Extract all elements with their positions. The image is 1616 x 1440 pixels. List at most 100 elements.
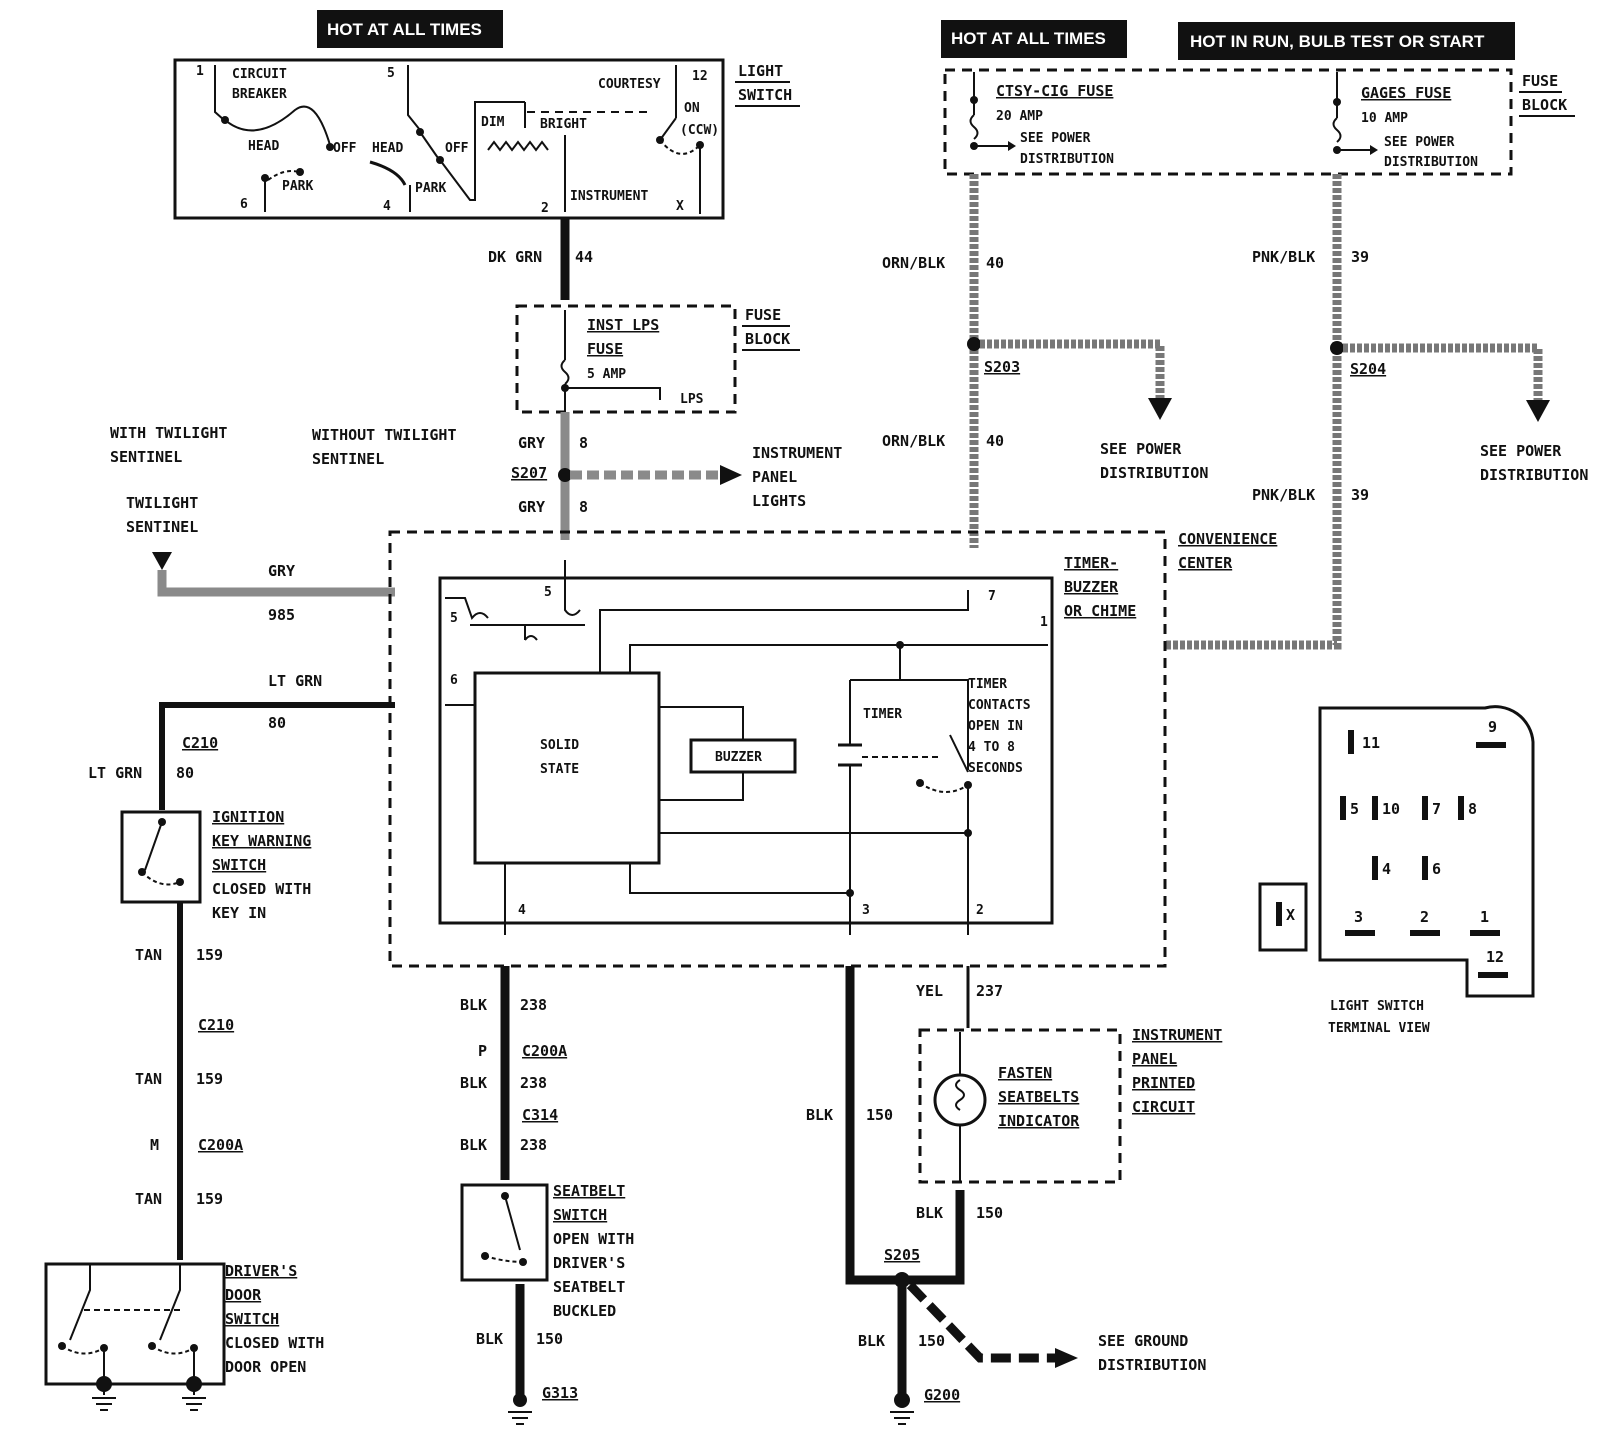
ignition-key-warning-switch: IGNITION KEY WARNING SWITCH CLOSED WITH …	[120, 808, 311, 922]
convenience-center-contacts4-label: 4 TO 8	[968, 740, 1015, 755]
convenience-center-contacts2-label: CONTACTS	[968, 698, 1031, 713]
connectors-c314-label: C314	[522, 1106, 558, 1124]
wire-s203-to-power	[980, 339, 1165, 398]
seatbelt-switch-l3-label: OPEN WITH	[553, 1230, 634, 1248]
wires-n159-label: 159	[196, 1190, 223, 1208]
convenience-center-buzzer-label: BUZZER	[715, 750, 762, 765]
wires-blk-label: BLK	[460, 996, 487, 1014]
convenience-center-p5a-label: 5	[450, 611, 458, 626]
door-switch-l5-label: DOOR OPEN	[225, 1358, 306, 1376]
light-switch-t12-label: 12	[692, 69, 708, 84]
wire-gry-985	[157, 570, 395, 597]
wires-n150-label: 150	[918, 1332, 945, 1350]
terminal-view-n12-label: 12	[1486, 948, 1504, 966]
wires-orn-blk-label: ORN/BLK	[882, 254, 945, 272]
labels-ground-distribution-label: DISTRIBUTION	[1098, 1356, 1206, 1374]
wires-blk-label: BLK	[460, 1074, 487, 1092]
headers-hot-all-times-left-label: HOT AT ALL TIMES	[327, 20, 482, 39]
headers-hot-in-run-label: HOT IN RUN, BULB TEST OR START	[1190, 32, 1485, 51]
convenience-center-state-label: STATE	[540, 762, 579, 777]
terminal-view-n3-label: 3	[1354, 908, 1363, 926]
wires-n80-label: 80	[176, 764, 194, 782]
ignition-switch-l4-label: CLOSED WITH	[212, 880, 311, 898]
convenience-center-solid-label: SOLID	[540, 738, 579, 753]
wires-orn-blk-label: ORN/BLK	[882, 432, 945, 450]
ignition-switch-l5-label: KEY IN	[212, 904, 266, 922]
convenience-center-timer-buzzer1-label: TIMER-	[1064, 554, 1118, 572]
light-switch-park-label: PARK	[282, 179, 313, 194]
light-switch-circuit-label: CIRCUIT	[232, 67, 287, 82]
wires-tan-label: TAN	[135, 946, 162, 964]
fuse-block-mid-title2-label: BLOCK	[745, 330, 790, 348]
inst-lps-fuse-block: INST LPS FUSE 5 AMP LPS FUSE BLOCK	[515, 304, 800, 414]
indicator-l2-label: SEATBELTS	[998, 1088, 1079, 1106]
light-switch-t6-label: 6	[240, 197, 248, 212]
seatbelt-switch-l5-label: SEATBELT	[553, 1278, 625, 1296]
header-hot-at-all-times-left: HOT AT ALL TIMES	[317, 10, 503, 48]
headers-hot-all-times-right-label: HOT AT ALL TIMES	[951, 29, 1106, 48]
wires-dk-grn-label: DK GRN	[488, 248, 542, 266]
labels-without-twilight2-label: SENTINEL	[312, 450, 384, 468]
fuse-block-mid-amp-label: 5 AMP	[587, 367, 626, 382]
grounds-g200-label: G200	[924, 1386, 960, 1404]
splice-s207	[558, 468, 572, 482]
wire-pnk-blk-39	[1165, 174, 1342, 650]
twilight-sentinel-arrow	[152, 552, 172, 570]
wires-blk-label: BLK	[460, 1136, 487, 1154]
terminal-view-n7-label: 7	[1432, 800, 1441, 818]
wires-blk-label: BLK	[916, 1204, 943, 1222]
light-switch: LIGHT SWITCH 1 CIRCUIT BREAKER HEAD OFF …	[173, 58, 800, 220]
wires-n238-label: 238	[520, 996, 547, 1014]
light-switch-off-label: OFF	[333, 141, 357, 156]
terminal-view-n1-label: 1	[1480, 908, 1489, 926]
splices-s207-label: S207	[511, 464, 547, 482]
convenience-center-p2-label: 2	[976, 903, 984, 918]
fuse-block-mid-title1-label: FUSE	[745, 306, 781, 324]
indicator-ip4-label: CIRCUIT	[1132, 1098, 1195, 1116]
fuse-block-top-distribution-label: DISTRIBUTION	[1020, 152, 1114, 167]
connectors-c210-label: C210	[182, 734, 218, 752]
convenience-center-timer-label: TIMER	[863, 707, 902, 722]
indicator-l3-label: INDICATOR	[998, 1112, 1080, 1130]
terminal-view-n11-label: 11	[1362, 734, 1380, 752]
fuse-block-top-gages-fuse-label: GAGES FUSE	[1361, 84, 1451, 102]
light-switch-ccw-label: (CCW)	[680, 123, 719, 138]
wires-pnk-blk-label: PNK/BLK	[1252, 248, 1315, 266]
wires-n80-label: 80	[268, 714, 286, 732]
splice-s204	[1330, 341, 1344, 355]
indicator-ip2-label: PANEL	[1132, 1050, 1177, 1068]
wires-lt-grn-label: LT GRN	[268, 672, 322, 690]
connectors-c210-label: C210	[198, 1016, 234, 1034]
fuse-block-top-distribution-label: DISTRIBUTION	[1384, 155, 1478, 170]
labels-see-ground-label: SEE GROUND	[1098, 1332, 1188, 1350]
light-switch-on-label: ON	[684, 101, 700, 116]
wires-gry-label: GRY	[518, 434, 545, 452]
header-hot-in-run: HOT IN RUN, BULB TEST OR START	[1178, 22, 1515, 60]
convenience-center-title1-label: CONVENIENCE	[1178, 530, 1277, 548]
connectors-c200a-label: C200A	[198, 1136, 243, 1154]
light-switch-off-label: OFF	[445, 141, 469, 156]
terminal-view-n8-label: 8	[1468, 800, 1477, 818]
indicator-l1-label: FASTEN	[998, 1064, 1052, 1082]
light-switch-t5-label: 5	[387, 66, 395, 81]
drivers-door-switch: DRIVER'S DOOR SWITCH CLOSED WITH DOOR OP…	[44, 1262, 324, 1411]
seatbelt-switch-l1-label: SEATBELT	[553, 1182, 625, 1200]
wires-blk-label: BLK	[476, 1330, 503, 1348]
ground-g313	[513, 1393, 527, 1407]
door-switch-l1-label: DRIVER'S	[225, 1262, 297, 1280]
convenience-center-p4-label: 4	[518, 903, 526, 918]
convenience-center-timer-buzzer3-label: OR CHIME	[1064, 602, 1136, 620]
convenience-center-contacts5-label: SECONDS	[968, 761, 1023, 776]
wires-blk-label: BLK	[858, 1332, 885, 1350]
door-switch-l3-label: SWITCH	[225, 1310, 279, 1328]
connectors-p-label: P	[478, 1042, 487, 1060]
light-switch-dim-label: DIM	[481, 115, 505, 130]
wires-n238-label: 238	[520, 1074, 547, 1092]
seatbelt-switch-l6-label: BUCKLED	[553, 1302, 616, 1320]
wires-n8-label: 8	[579, 498, 588, 516]
terminal-view-n5-label: 5	[1350, 800, 1359, 818]
wires-n44-label: 44	[575, 248, 593, 266]
wire-s204-to-power	[1343, 343, 1543, 400]
fuse-block-mid-lps-label: LPS	[680, 392, 704, 407]
